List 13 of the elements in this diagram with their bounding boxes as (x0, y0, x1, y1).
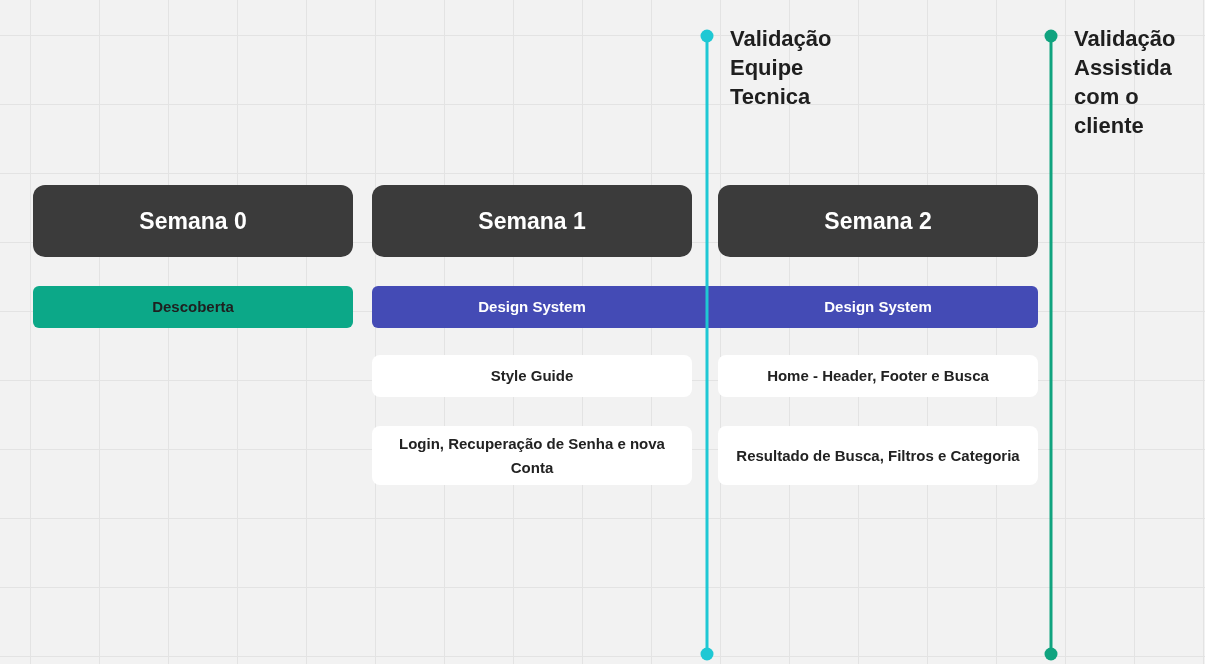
week-header-box: Semana 2 (718, 185, 1038, 257)
week-header-box: Semana 1 (372, 185, 692, 257)
milestone-label: Validação Equipe Tecnica (730, 25, 833, 111)
phase-label: Design System (477, 296, 587, 317)
task-card: Home - Header, Footer e Busca (718, 355, 1038, 397)
task-card: Style Guide (372, 355, 692, 397)
phase-bar (372, 286, 1038, 328)
task-card: Login, Recuperação de Senha e nova Conta (372, 426, 692, 485)
phase-bar: Descoberta (33, 286, 353, 328)
phase-label: Design System (823, 296, 933, 317)
task-card: Resultado de Busca, Filtros e Categoria (718, 426, 1038, 485)
milestone-label: Validação Assistida com o cliente (1074, 25, 1177, 140)
week-header-box: Semana 0 (33, 185, 353, 257)
